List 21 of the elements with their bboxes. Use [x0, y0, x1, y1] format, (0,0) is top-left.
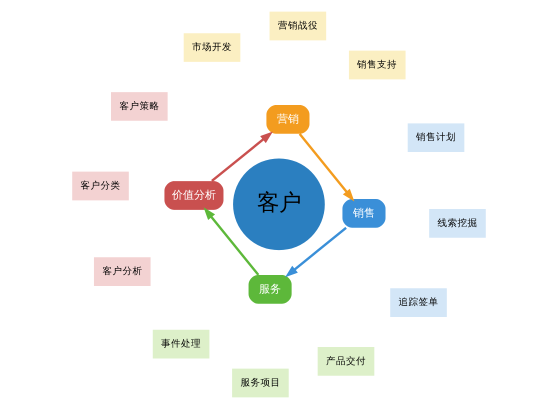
node-box: 产品交付	[318, 347, 374, 376]
arrow	[285, 226, 347, 278]
node-box: 销售计划	[408, 123, 464, 152]
arrow	[211, 132, 273, 182]
node-box: 客户策略	[111, 92, 168, 121]
node-box: 营销战役	[270, 12, 326, 40]
arrow	[298, 133, 354, 202]
node-box: 客户分类	[72, 172, 129, 200]
node-box: 客户分析	[94, 257, 151, 286]
node-box: 服务项目	[232, 368, 289, 398]
node-box: 服务	[248, 275, 292, 304]
node-box: 事件处理	[152, 330, 210, 359]
node-box: 销售支持	[348, 50, 406, 80]
node-box: 营销	[266, 105, 310, 134]
node-box: 追踪签单	[390, 288, 447, 317]
node-box: 销售	[342, 199, 386, 228]
arrow	[204, 207, 260, 276]
node-box: 价值分析	[164, 181, 224, 210]
node-box: 线索挖掘	[429, 209, 486, 238]
node-box: 市场开发	[184, 33, 240, 62]
node-circle: 客户	[233, 158, 325, 250]
